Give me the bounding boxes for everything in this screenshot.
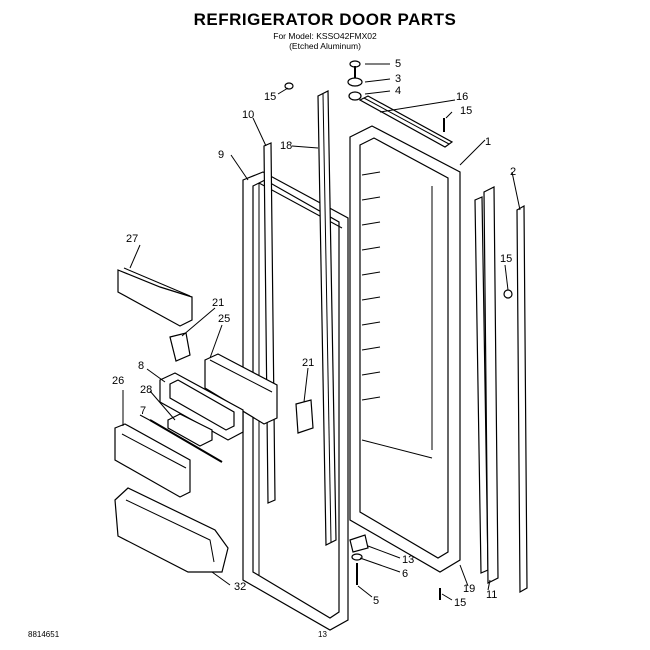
callout-10: 10 [242, 109, 254, 121]
tray-28 [167, 413, 213, 447]
callout-4: 4 [395, 85, 401, 97]
bottom-hinge [349, 534, 369, 585]
leader-lines [122, 63, 521, 601]
bracket-21-right [295, 399, 314, 434]
rod-7 [149, 419, 223, 463]
callout-8: 8 [138, 360, 144, 372]
door-bin-27 [117, 267, 193, 327]
callout-26: 26 [112, 375, 124, 387]
callout-7: 7 [140, 405, 146, 417]
door-bin-26 [114, 423, 191, 498]
callout-32: 32 [234, 581, 246, 593]
callout-1: 1 [485, 136, 491, 148]
callout-11: 11 [486, 589, 497, 601]
door-liner [349, 125, 461, 573]
door-bin-32 [114, 487, 229, 573]
document-code: 8814651 [28, 630, 60, 639]
finish-line: (Etched Aluminum) [289, 41, 361, 51]
callout-19: 19 [463, 583, 475, 595]
top-trim [358, 95, 454, 148]
callout-21-a: 21 [212, 297, 224, 309]
callout-27: 27 [126, 233, 138, 245]
callout-5-top: 5 [395, 58, 401, 70]
callout-15-d: 15 [454, 597, 466, 609]
callout-6: 6 [402, 568, 408, 580]
page-number: 13 [318, 630, 327, 639]
callout-13: 13 [402, 554, 414, 566]
frame-8 [159, 372, 244, 441]
callout-18: 18 [280, 140, 292, 152]
callout-labels: 5 3 4 15 16 15 10 1 18 9 2 27 15 21 25 2… [112, 58, 516, 609]
top-hinge [347, 60, 363, 101]
callout-3: 3 [395, 73, 401, 85]
callout-15-a: 15 [264, 91, 276, 103]
callout-2: 2 [510, 166, 516, 178]
trim-strip [317, 90, 337, 546]
callout-25: 25 [218, 313, 230, 325]
side-trim [474, 186, 528, 594]
model-line: For Model: KSSO42FMX02 [273, 31, 377, 41]
callout-28: 28 [140, 384, 152, 396]
callout-15-b: 15 [460, 105, 472, 117]
callout-9: 9 [218, 149, 224, 161]
door-bin-25 [204, 353, 278, 425]
callout-16: 16 [456, 91, 468, 103]
bracket-21-left [169, 332, 191, 362]
callout-21-b: 21 [302, 357, 314, 369]
callout-15-c: 15 [500, 253, 512, 265]
callout-5-bottom: 5 [373, 595, 379, 607]
page-title: REFRIGERATOR DOOR PARTS [193, 10, 457, 29]
